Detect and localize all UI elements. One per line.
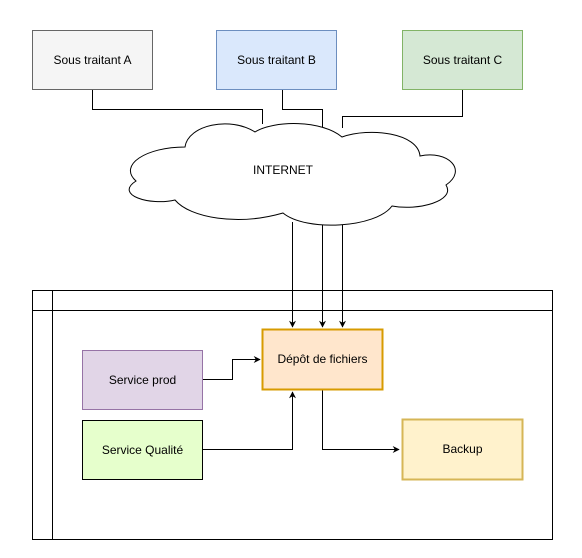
node-label: INTERNET bbox=[253, 163, 314, 177]
edge-qualite-to-depot bbox=[202, 391, 296, 450]
node-service-qualite[interactable]: Service Qualité bbox=[82, 420, 203, 480]
node-sous-traitant-c[interactable]: Sous traitant C bbox=[402, 30, 523, 90]
node-sous-traitant-b[interactable]: Sous traitant B bbox=[216, 30, 337, 90]
node-sous-traitant-a[interactable]: Sous traitant A bbox=[32, 30, 153, 90]
node-depot-de-fichiers[interactable]: Dépôt de fichiers bbox=[261, 328, 384, 391]
edge-b-to-internet bbox=[282, 90, 323, 128]
node-label: Service Qualité bbox=[102, 443, 184, 457]
node-internet-cloud[interactable]: INTERNET bbox=[128, 123, 456, 226]
edge-c-to-internet bbox=[342, 90, 463, 128]
node-backup[interactable]: Backup bbox=[401, 418, 524, 481]
node-label: Dépôt de fichiers bbox=[277, 352, 367, 366]
edge-a-to-internet bbox=[92, 90, 263, 124]
node-service-prod[interactable]: Service prod bbox=[82, 350, 203, 410]
node-label: Sous traitant A bbox=[53, 53, 131, 67]
node-label: Service prod bbox=[109, 373, 176, 387]
node-label: Sous traitant B bbox=[237, 53, 316, 67]
edge-prod-to-depot bbox=[202, 356, 261, 380]
node-label: Backup bbox=[442, 442, 482, 456]
node-label: Sous traitant C bbox=[423, 53, 503, 67]
edge-depot-to-backup bbox=[322, 390, 400, 453]
